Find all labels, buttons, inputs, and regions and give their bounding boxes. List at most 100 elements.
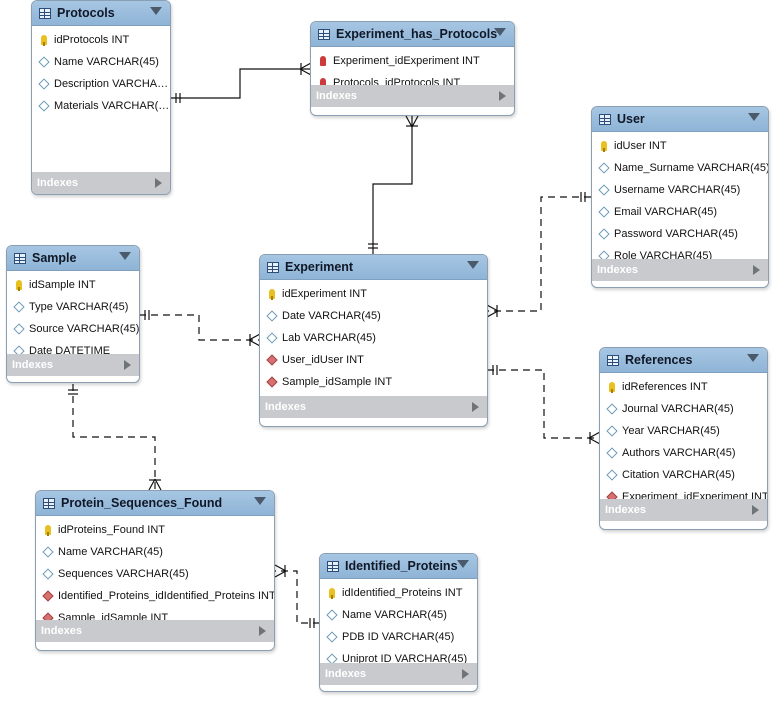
indexes-bar[interactable]: Indexes [600,499,767,521]
table-header[interactable]: Experiment [260,255,487,280]
column-diamond-icon [606,403,618,415]
indexes-bar[interactable]: Indexes [7,354,139,376]
expand-arrow-icon[interactable] [155,178,162,188]
indexes-label: Indexes [325,668,366,680]
column-row[interactable]: Password VARCHAR(45) [592,223,768,245]
table-icon [14,252,26,264]
table-header[interactable]: Protein_Sequences_Found [36,491,274,516]
column-row[interactable]: Sample_idSample INT [260,371,487,393]
expand-arrow-icon[interactable] [499,91,506,101]
column-row[interactable]: Authors VARCHAR(45) [600,442,767,464]
column-row[interactable]: Citation VARCHAR(45) [600,464,767,486]
collapse-arrow-icon[interactable] [119,252,131,260]
table-header[interactable]: References [600,348,767,373]
column-diamond-icon [266,332,278,344]
column-row[interactable]: Journal VARCHAR(45) [600,398,767,420]
column-row[interactable]: Sequences VARCHAR(45) [36,563,274,585]
rel-experiment-ehp[interactable] [372,116,413,255]
column-row[interactable]: idReferences INT [600,376,767,398]
column-row[interactable]: Source VARCHAR(45) [7,318,139,340]
expand-arrow-icon[interactable] [259,626,266,636]
column-row[interactable]: Description VARCHA… [32,73,170,95]
collapse-arrow-icon[interactable] [467,261,479,269]
rel-experiment-references-crowfoot [588,431,601,445]
column-row[interactable]: Username VARCHAR(45) [592,179,768,201]
column-row[interactable]: Identified_Proteins_idIdentified_Protein… [36,585,274,607]
column-row[interactable]: idUser INT [592,135,768,157]
column-row[interactable]: idProtocols INT [32,29,170,51]
column-row[interactable]: idExperiment INT [260,283,487,305]
primary-key-icon [606,382,618,393]
column-label: Sequences VARCHAR(45) [58,568,189,580]
column-row[interactable]: Lab VARCHAR(45) [260,327,487,349]
rel-sample-psf[interactable] [72,384,156,490]
rel-ip-psf[interactable] [275,570,320,624]
column-label: idIdentified_Proteins INT [342,587,463,599]
indexes-bar[interactable]: Indexes [592,259,768,281]
collapse-arrow-icon[interactable] [150,7,162,15]
expand-arrow-icon[interactable] [124,360,131,370]
column-row[interactable]: Name VARCHAR(45) [32,51,170,73]
table-header[interactable]: User [592,107,768,132]
table-protein-sequences-found[interactable]: Protein_Sequences_Found idProteins_Found… [35,490,275,651]
column-row[interactable]: idIdentified_Proteins INT [320,582,477,604]
indexes-bar[interactable]: Indexes [311,85,514,107]
column-row[interactable]: Experiment_idExperiment INT [311,50,514,72]
column-row[interactable]: Uniprot ID VARCHAR(45) [320,648,477,670]
rel-protocols-ehp[interactable] [170,68,311,99]
column-label: Uniprot ID VARCHAR(45) [342,653,468,665]
column-row[interactable]: PDB ID VARCHAR(45) [320,626,477,648]
expand-arrow-icon[interactable] [462,669,469,679]
column-row[interactable]: Name VARCHAR(45) [36,541,274,563]
collapse-arrow-icon[interactable] [748,113,760,121]
column-row[interactable]: Name_Surname VARCHAR(45) [592,157,768,179]
table-experiment-has-protocols[interactable]: Experiment_has_Protocols Experiment_idEx… [310,21,515,116]
column-diamond-icon [266,310,278,322]
indexes-bar[interactable]: Indexes [36,620,274,642]
table-identified-proteins[interactable]: Identified_Proteins idIdentified_Protein… [319,553,478,692]
table-header[interactable]: Experiment_has_Protocols [311,22,514,47]
column-row[interactable]: Email VARCHAR(45) [592,201,768,223]
indexes-bar[interactable]: Indexes [32,172,170,194]
table-header[interactable]: Identified_Proteins [320,554,477,579]
column-row[interactable]: Date VARCHAR(45) [260,305,487,327]
column-row[interactable]: idProteins_Found INT [36,519,274,541]
column-diamond-icon [598,162,610,174]
rel-sample-experiment[interactable] [139,314,260,341]
rel-user-experiment[interactable] [487,196,591,312]
column-row[interactable]: Name VARCHAR(45) [320,604,477,626]
column-row[interactable]: idSample INT [7,274,139,296]
column-diamond-icon [326,609,338,621]
table-icon [39,7,51,19]
table-header[interactable]: Protocols [32,1,170,26]
collapse-arrow-icon[interactable] [254,497,266,505]
indexes-label: Indexes [265,401,306,413]
table-header[interactable]: Sample [7,246,139,271]
indexes-bar[interactable]: Indexes [260,396,487,418]
column-row[interactable]: Type VARCHAR(45) [7,296,139,318]
column-row[interactable]: Materials VARCHAR(… [32,95,170,117]
rel-user-experiment-crowfoot [486,304,499,318]
column-row[interactable]: User_idUser INT [260,349,487,371]
column-label: Password VARCHAR(45) [614,228,738,240]
column-label: Source VARCHAR(45) [29,323,139,335]
collapse-arrow-icon[interactable] [747,354,759,362]
column-diamond-icon [598,206,610,218]
indexes-bar[interactable]: Indexes [320,663,477,685]
column-row[interactable]: Year VARCHAR(45) [600,420,767,442]
collapse-arrow-icon[interactable] [494,28,506,36]
expand-arrow-icon[interactable] [753,265,760,275]
rel-experiment-references[interactable] [487,369,600,439]
column-diamond-icon [13,301,25,313]
collapse-arrow-icon[interactable] [457,560,469,568]
expand-arrow-icon[interactable] [472,402,479,412]
column-diamond-icon [42,546,54,558]
expand-arrow-icon[interactable] [752,505,759,515]
